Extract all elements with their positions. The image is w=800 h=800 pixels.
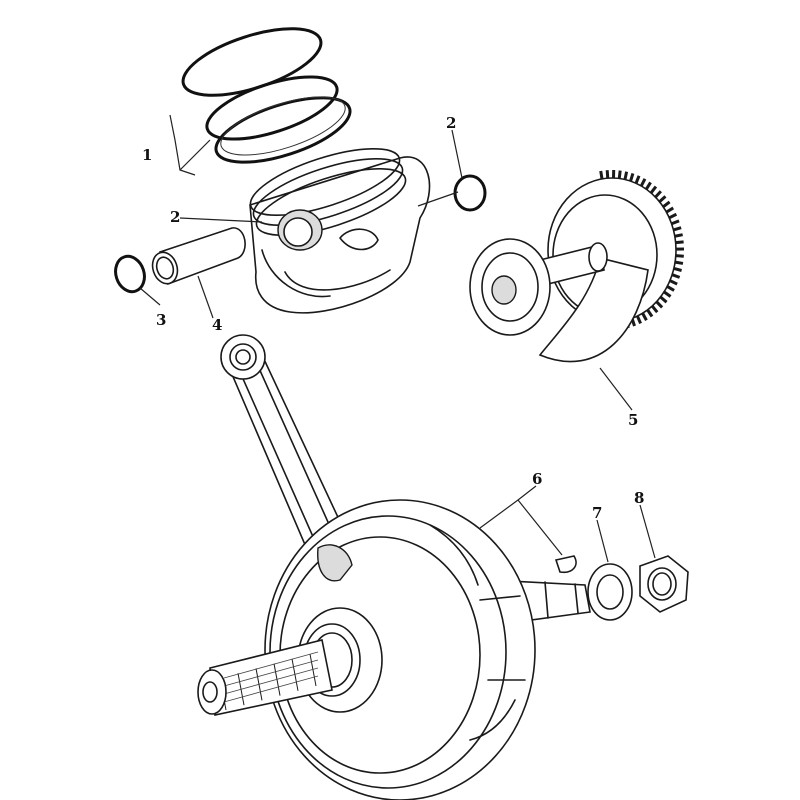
crankshaft	[197, 499, 591, 800]
gear-tooth	[655, 300, 664, 309]
gear-tooth	[662, 200, 671, 208]
gear-tooth	[673, 226, 682, 232]
gear-tooth	[651, 305, 659, 314]
spline-ridge	[223, 659, 319, 687]
leader-lines	[139, 114, 656, 563]
gear-tooth	[663, 290, 672, 298]
gear-tooth	[646, 309, 654, 318]
gear-tooth	[641, 312, 648, 321]
gear-tooth	[674, 233, 683, 238]
piston-pin	[151, 227, 246, 286]
gear-tooth	[639, 178, 647, 187]
gear-tooth	[674, 260, 684, 265]
callout-5: 5	[628, 411, 638, 429]
callout-2-circlip: 2	[446, 114, 456, 132]
callout-7: 7	[592, 504, 602, 522]
gear-tooth	[675, 254, 684, 258]
callout-labels: 1 2 2 3 4 5 6 7 8	[142, 114, 644, 522]
piston	[249, 148, 431, 314]
callout-6: 6	[532, 470, 542, 488]
spline-line	[309, 653, 317, 687]
gear-tooth	[634, 175, 641, 184]
callout-4: 4	[212, 316, 222, 334]
gear-tooth	[636, 315, 642, 325]
callout-3: 3	[156, 311, 166, 329]
gear-tooth	[675, 240, 684, 245]
circlip-left	[114, 254, 146, 294]
gear-tooth	[671, 219, 680, 226]
gear-tooth	[668, 212, 678, 220]
circlip-right	[453, 174, 487, 212]
gear-tooth	[617, 170, 622, 179]
callout-2-piston: 2	[170, 208, 180, 226]
gear-tooth	[673, 267, 682, 272]
gear-tooth	[645, 181, 652, 191]
gear-tooth	[605, 170, 610, 179]
spline-ridge	[223, 667, 319, 695]
gear-tooth	[658, 195, 667, 203]
gear-tooth	[623, 171, 629, 180]
piston-rings	[181, 27, 352, 164]
gear-tooth	[649, 185, 658, 194]
gear-tooth	[654, 190, 662, 199]
hex-nut	[639, 555, 689, 613]
spline-ridge	[223, 675, 319, 703]
washer	[587, 563, 633, 621]
spline-line	[291, 658, 299, 691]
callout-8: 8	[634, 489, 644, 507]
gear-tooth	[666, 285, 675, 292]
gear-tooth	[671, 273, 681, 279]
gear-tooth	[599, 170, 604, 180]
callout-1: 1	[142, 146, 152, 164]
gear-tooth	[629, 173, 635, 182]
spline-ridge	[223, 651, 319, 679]
gear-tooth	[659, 295, 668, 304]
balancer-shaft-gear	[469, 169, 685, 363]
gear-tooth	[665, 206, 675, 214]
gear-tooth	[669, 279, 678, 286]
